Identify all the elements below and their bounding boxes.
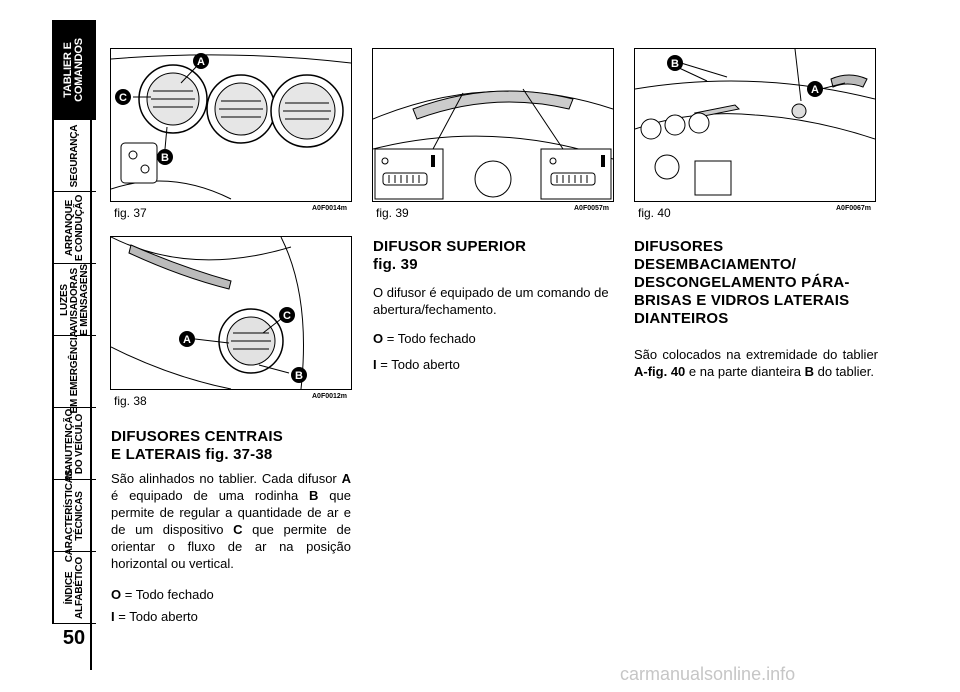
figure-40-drawing: B A — [635, 49, 875, 196]
section-tab[interactable]: EM EMERGÊNCIA — [52, 330, 96, 413]
section-tab-line: COMANDOS — [73, 37, 85, 102]
figure-38-code: A0F0012m — [312, 393, 348, 400]
ref-fig40: A-fig. 40 — [634, 364, 686, 379]
text: do tablier. — [817, 364, 874, 379]
item-key: I — [111, 609, 115, 624]
heading-line: DESCONGELAMENTO PÁRA- — [634, 274, 850, 291]
heading-line: E LATERAIS fig. 37-38 — [111, 446, 273, 463]
watermark: carmanualsonline.info — [620, 664, 796, 684]
item-text: = Todo aberto — [118, 609, 198, 624]
heading-line: DIFUSORES CENTRAIS — [111, 428, 283, 445]
figure-40-code: A0F0067m — [836, 205, 872, 212]
heading-line: DESEMBACIAMENTO/ — [634, 256, 797, 273]
heading-line: DIANTEIROS — [634, 310, 729, 327]
section-tab-line: SEGURANÇA — [69, 124, 80, 187]
item-text: = Todo aberto — [380, 357, 460, 372]
callout-b: B — [291, 367, 307, 383]
svg-text:C: C — [119, 92, 127, 104]
ref-c: C — [233, 522, 243, 537]
heading-upper-diffuser: DIFUSOR SUPERIOR fig. 39 — [373, 238, 613, 274]
text: é equipado de uma rodinha — [111, 488, 299, 503]
paragraph-central-diffusers: São alinhados no tablier. Cada difusor A… — [111, 470, 351, 572]
heading-defrost-diffusers: DIFUSORES DESEMBACIAMENTO/ DESCONGELAMEN… — [634, 238, 884, 328]
figure-38: C A B — [110, 236, 352, 390]
svg-text:A: A — [811, 84, 819, 96]
section-tab-line: DO VEÍCULO — [74, 413, 85, 474]
figure-37-drawing: A C B — [111, 53, 351, 200]
item-closed: O = Todo fechado — [111, 586, 214, 603]
callout-c: C — [115, 89, 131, 105]
section-tab-label: EM EMERGÊNCIA — [69, 330, 80, 413]
svg-text:B: B — [161, 152, 169, 164]
section-tab-line: EM EMERGÊNCIA — [69, 330, 80, 413]
callout-c: C — [279, 307, 295, 323]
heading-line: BRISAS E VIDROS LATERAIS — [634, 292, 850, 309]
ref-b: B — [309, 488, 319, 503]
svg-text:A: A — [197, 56, 205, 68]
figure-38-caption: fig. 38 — [114, 394, 147, 408]
figure-39-drawing — [373, 88, 613, 200]
item-text: = Todo fechado — [386, 331, 476, 346]
text: que permite de regular a quantidade de a… — [111, 488, 351, 537]
paragraph-upper-diffuser: O difusor é equipado de um comando de ab… — [373, 285, 609, 317]
heading-line: fig. 39 — [373, 256, 418, 273]
callout-a: A — [193, 53, 209, 69]
item-open: I = Todo aberto — [373, 356, 460, 373]
section-tab-line: E CONDUÇÃO — [74, 194, 85, 261]
item-closed: O = Todo fechado — [373, 330, 476, 347]
figure-37-code: A0F0014m — [312, 205, 348, 212]
text: São colocados na extremidade do tablier — [634, 347, 878, 362]
text: São alinhados no tablier. Cada difusor — [111, 471, 337, 486]
text: que permite de orientar o fluxo de ar na… — [111, 522, 351, 571]
svg-text:B: B — [295, 370, 303, 382]
paragraph-defrost-diffusers: São colocados na extremidade do tablier … — [634, 346, 878, 380]
item-key: O — [373, 331, 384, 346]
figure-37-caption: fig. 37 — [114, 206, 147, 220]
item-text: = Todo fechado — [124, 587, 214, 602]
callout-b: B — [667, 55, 683, 71]
ref-b: B — [804, 364, 814, 379]
figure-40-caption: fig. 40 — [638, 206, 671, 220]
section-tab-line: TÉCNICAS — [74, 490, 85, 541]
item-key: I — [373, 357, 377, 372]
heading-central-diffusers: DIFUSORES CENTRAIS E LATERAIS fig. 37-38 — [111, 428, 351, 464]
section-tab-line: ALFABÉTICO — [74, 556, 85, 619]
section-tab-line: E MENSAGENS — [79, 263, 90, 336]
figure-40: B A — [634, 48, 876, 202]
ref-a: A — [341, 471, 351, 486]
callout-a: A — [807, 81, 823, 97]
callout-b: B — [157, 149, 173, 165]
page-number: 50 — [62, 627, 86, 649]
callout-a: A — [179, 331, 195, 347]
svg-text:C: C — [283, 310, 291, 322]
svg-text:A: A — [183, 334, 191, 346]
figure-37: A C B — [110, 48, 352, 202]
section-tab[interactable]: SEGURANÇA — [52, 120, 96, 192]
item-open: I = Todo aberto — [111, 608, 198, 625]
figure-39-code: A0F0057m — [574, 205, 610, 212]
figure-39 — [372, 48, 614, 202]
heading-line: DIFUSORES — [634, 238, 724, 255]
figure-39-caption: fig. 39 — [376, 206, 409, 220]
item-key: O — [111, 587, 122, 602]
sidebar-rule — [90, 20, 92, 670]
svg-text:B: B — [671, 58, 679, 70]
heading-line: DIFUSOR SUPERIOR — [373, 238, 527, 255]
text: e na parte dianteira — [688, 364, 801, 379]
figure-38-drawing: C A B — [111, 237, 307, 389]
section-tab-label: SEGURANÇA — [69, 124, 80, 187]
